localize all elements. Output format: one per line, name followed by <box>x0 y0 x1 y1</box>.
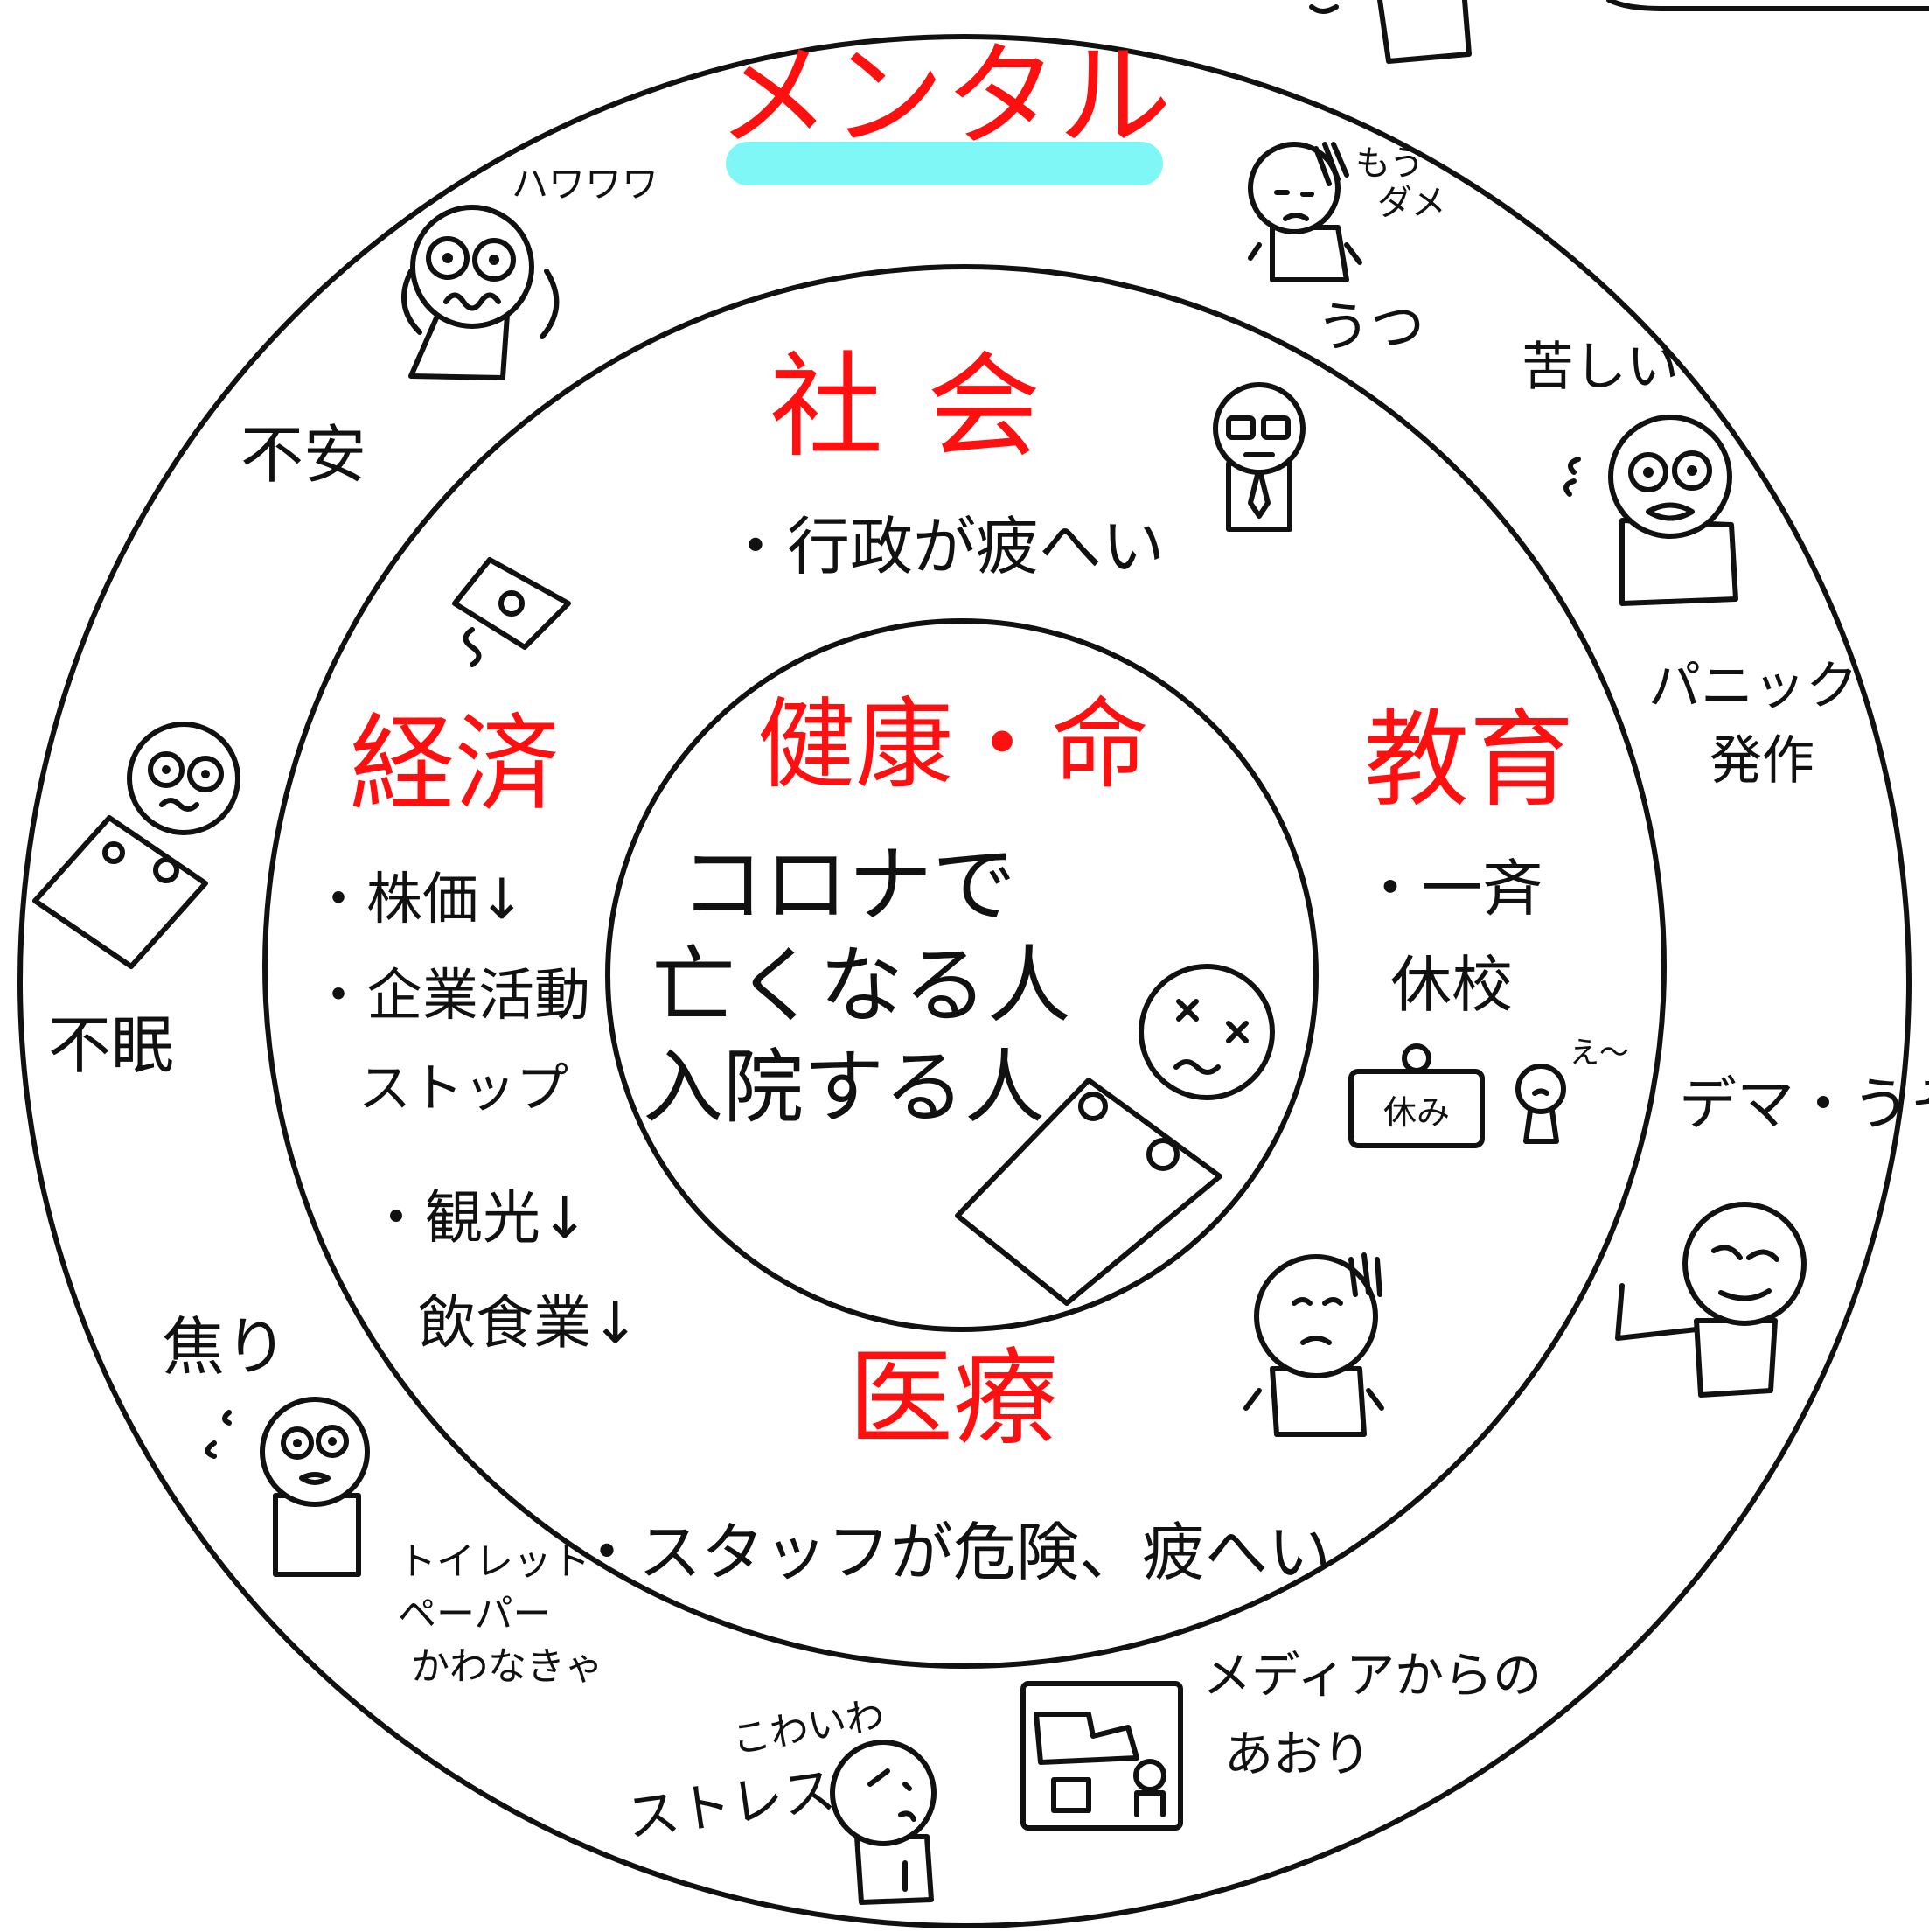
society-heading: 社会 <box>770 340 1084 473</box>
impatience-label: 焦り <box>162 1310 288 1384</box>
economy-item-4: ・観光↓ <box>367 1184 588 1252</box>
economy-item-2: ・企業活動 <box>310 964 590 1029</box>
businessman-icon <box>1213 382 1306 532</box>
anxiety-label: 不安 <box>240 418 366 492</box>
stressed-person-icon <box>830 1740 937 1905</box>
no-good-line-1: もう <box>1355 143 1424 184</box>
flying-money-icon <box>452 557 571 667</box>
economy-item-1: ・株価↓ <box>310 868 526 932</box>
society-item: ・行政が疲へい <box>724 510 1165 583</box>
panic-line-2: 発作 <box>1710 730 1814 792</box>
center-line-2: 亡くなる人 <box>651 937 1071 1035</box>
medical-heading: 医療 <box>848 1338 1058 1460</box>
economy-item-5: 飲食業↓ <box>418 1289 639 1357</box>
sick-person-in-bed-icon <box>955 964 1275 1306</box>
education-item-1: ・一斉 <box>1360 853 1543 924</box>
sigh-label: え〜 <box>1570 1036 1629 1071</box>
liar-person-icon <box>1615 1202 1807 1398</box>
depressed-person-icon <box>1248 142 1362 282</box>
media-line-2: あおり <box>1224 1726 1371 1783</box>
worried-person-icon <box>1243 1252 1384 1437</box>
stress-label: ストレス <box>623 1760 839 1850</box>
center-line-3: 入院する人 <box>643 1041 1045 1134</box>
no-good-line-2: ダメ <box>1377 183 1446 223</box>
inner-ring <box>605 618 1319 1332</box>
education-heading: 教育 <box>1364 700 1574 821</box>
small-child-icon <box>1515 1064 1566 1144</box>
center-line-1: コロナで <box>680 836 1016 934</box>
media-line-1: メディアからの <box>1202 1648 1542 1705</box>
sleepless-person-in-bed-icon <box>32 722 240 969</box>
medical-item: ・スタッフが危険、疲へい <box>575 1516 1331 1589</box>
shaking-label: ハワワワ <box>512 163 658 206</box>
title-highlight <box>726 142 1163 185</box>
insomnia-label: 不眠 <box>48 1008 174 1082</box>
panicking-person-icon <box>205 1397 370 1577</box>
partial-frame-icon <box>1606 0 1929 11</box>
tv-media-icon <box>1020 1681 1183 1831</box>
toilet-paper-line-2: ペーパー <box>398 1592 552 1636</box>
suffering-person-icon <box>1563 415 1738 606</box>
suffering-label: 苦しい <box>1522 337 1679 398</box>
partial-note-icon <box>1309 0 1472 64</box>
outer-ring <box>17 34 1912 1929</box>
center-heading: 健康・命 <box>757 688 1149 802</box>
anxious-person-icon <box>401 205 560 380</box>
school-closed-sign-text: 休み <box>1383 1093 1450 1132</box>
school-closed-sign-icon: 休み <box>1348 1043 1485 1148</box>
economy-heading: 経済 <box>350 704 560 826</box>
panic-line-1: パニック <box>1648 656 1858 717</box>
economy-item-3: ストップ <box>359 1058 568 1119</box>
education-item-2: 休校 <box>1390 949 1513 1021</box>
middle-ring <box>262 264 1667 1669</box>
rumor-label: デマ・うそ <box>1679 1071 1929 1138</box>
toilet-paper-line-3: かわなきゃ <box>411 1644 603 1689</box>
depression-label: うつ <box>1316 295 1424 359</box>
title: メンタル <box>717 30 1172 163</box>
toilet-paper-line-1: トイレット <box>398 1539 590 1584</box>
